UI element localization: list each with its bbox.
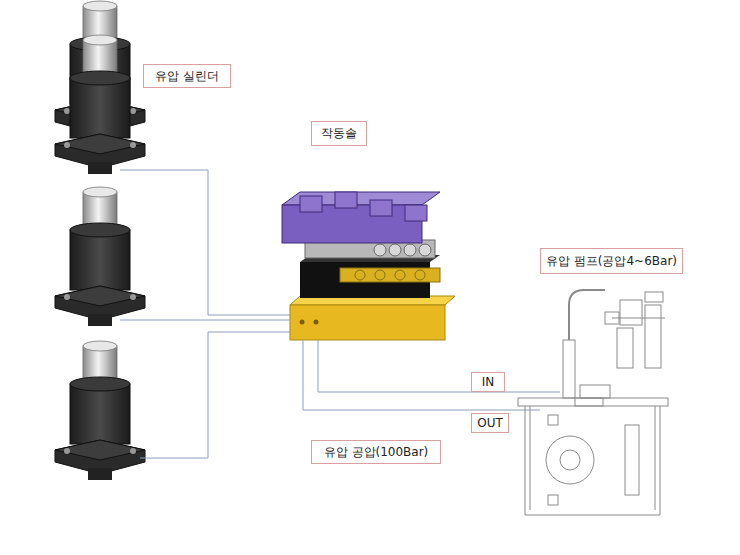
label-text: 작동솔 bbox=[317, 125, 361, 142]
label-box: 유압 실린더 bbox=[143, 64, 231, 88]
hose-line bbox=[303, 340, 560, 410]
hydraulic-cylinder bbox=[55, 341, 145, 480]
label-text: 유압 공압(100Bar) bbox=[320, 444, 433, 461]
hydraulic-cylinder bbox=[55, 35, 145, 174]
label-box: 유압 펌프(공압4~6Bar) bbox=[540, 248, 683, 274]
label-text: IN bbox=[478, 375, 499, 389]
hydraulic-cylinder bbox=[55, 187, 145, 326]
valve-manifold bbox=[282, 192, 455, 340]
label-box: 유압 공압(100Bar) bbox=[311, 440, 441, 464]
label-box: 작동솔 bbox=[311, 121, 367, 146]
label-text: 유압 실린더 bbox=[151, 68, 223, 85]
label-box: IN bbox=[471, 372, 505, 392]
label-text: 유압 펌프(공압4~6Bar) bbox=[542, 253, 681, 270]
hose-line bbox=[120, 170, 292, 458]
label-box: OUT bbox=[471, 413, 509, 433]
hydraulic-pump-unit bbox=[518, 290, 668, 515]
label-text: OUT bbox=[473, 416, 507, 430]
